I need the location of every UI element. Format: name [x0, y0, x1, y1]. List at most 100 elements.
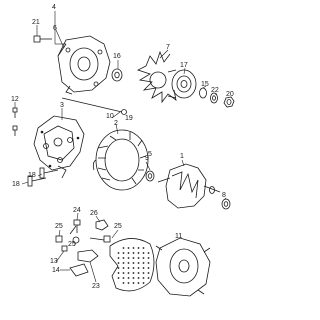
perforation-dot: [137, 262, 140, 264]
perforation-dot: [142, 282, 145, 284]
callout-18b: 18: [28, 172, 36, 179]
perforation-dot: [137, 272, 140, 274]
perforation-dot: [147, 252, 150, 254]
callout-labels: 4 6 21 16 7 17 15 22 20 12 3 10 19 2 9 5…: [11, 4, 234, 290]
callout-24: 24: [73, 207, 81, 214]
perforation-dot: [132, 262, 135, 264]
front-housing-drawing: [57, 35, 111, 95]
perforation-dot: [117, 262, 120, 264]
callout-25a: 25: [55, 223, 63, 230]
perforation-dot: [142, 257, 145, 259]
perforation-dot: [122, 252, 125, 254]
perforation-dot: [132, 247, 135, 249]
callout-14: 14: [52, 267, 60, 274]
perforation-dot: [137, 247, 140, 249]
terminal-parts-drawing: [55, 219, 111, 277]
pulley-nut-drawing: [223, 96, 235, 108]
perforation-dot: [122, 257, 125, 259]
brush-holder-drawing: [27, 165, 67, 187]
perforation-dot: [132, 277, 135, 279]
collar-drawing: [199, 87, 207, 99]
alternator-exploded-diagram: 4 6 21 16 7 17 15 22 20 12 3 10 19 2 9 5…: [11, 4, 235, 297]
callout-13: 13: [50, 258, 58, 265]
screw-drawing: [12, 107, 18, 136]
callout-19: 19: [125, 115, 133, 122]
bolt-drawing: [33, 35, 52, 43]
pulley-drawing: [167, 69, 197, 99]
stator-drawing: [92, 129, 149, 191]
callout-10: 10: [106, 113, 114, 120]
perforation-dot: [117, 277, 120, 279]
perforation-dot: [127, 282, 130, 284]
perforation-dot: [127, 277, 130, 279]
diagram-canvas: 4 6 21 16 7 17 15 22 20 12 3 10 19 2 9 5…: [11, 4, 235, 297]
leader-lines: [14, 11, 227, 283]
perforation-dot: [137, 267, 140, 269]
perforation-dot: [122, 272, 125, 274]
perforation-dot: [137, 282, 140, 284]
callout-23: 23: [92, 283, 100, 290]
callout-1: 1: [180, 153, 184, 160]
perforation-dot: [147, 272, 150, 274]
perforation-dot: [142, 247, 145, 249]
perforation-dot: [127, 262, 130, 264]
callout-9: 9: [145, 155, 149, 162]
front-bearing-drawing: [111, 68, 123, 82]
perforation-dot: [117, 272, 120, 274]
perforation-dot: [142, 267, 145, 269]
perforation-dot: [147, 262, 150, 264]
perforation-dot: [147, 257, 150, 259]
perforation-dot: [122, 267, 125, 269]
callout-26: 26: [90, 210, 98, 217]
callout-22: 22: [211, 87, 219, 94]
perforation-dot: [132, 282, 135, 284]
perforation-dot: [122, 262, 125, 264]
callout-15: 15: [201, 81, 209, 88]
perforation-dot: [122, 247, 125, 249]
spring-washer-drawing: [210, 92, 218, 104]
perforation-dot: [147, 267, 150, 269]
rear-bearing-drawing: [145, 170, 155, 182]
perforation-dot: [127, 247, 130, 249]
perforation-dot: [127, 267, 130, 269]
rotor-drawing: [157, 163, 221, 209]
callout-5: 5: [148, 151, 152, 158]
callout-17: 17: [180, 62, 188, 69]
perforation-dot: [147, 277, 150, 279]
perforation-dot: [132, 272, 135, 274]
rear-housing-drawing: [155, 237, 211, 297]
through-bolt-drawing: [61, 97, 127, 115]
rectifier-drawing: [33, 115, 85, 171]
callout-6: 6: [53, 25, 57, 32]
perforation-dot: [137, 277, 140, 279]
callout-8: 8: [222, 192, 226, 199]
perforation-dot: [117, 267, 120, 269]
perforation-dot: [122, 282, 125, 284]
callout-7: 7: [166, 44, 170, 51]
callout-12: 12: [11, 96, 19, 103]
perforation-dot: [127, 272, 130, 274]
callout-25c: 25: [68, 241, 76, 248]
perforation-dot: [142, 252, 145, 254]
rotor-bearing-drawing: [221, 198, 231, 210]
perforation-dot: [132, 252, 135, 254]
callout-20: 20: [226, 91, 234, 98]
rear-cover-drawing: [109, 238, 155, 292]
perforation-dot: [137, 257, 140, 259]
callout-3: 3: [60, 102, 64, 109]
callout-21: 21: [32, 19, 40, 26]
perforation-dot: [132, 267, 135, 269]
callout-4: 4: [52, 4, 56, 11]
cooling-fan-drawing: [136, 50, 177, 104]
perforation-dot: [122, 277, 125, 279]
perforation-dot: [127, 252, 130, 254]
callout-16: 16: [113, 53, 121, 60]
perforation-dot: [132, 257, 135, 259]
callout-11: 11: [175, 233, 182, 240]
perforation-dot: [117, 252, 120, 254]
perforation-dot: [142, 272, 145, 274]
perforation-dot: [142, 277, 145, 279]
perforation-dot: [127, 257, 130, 259]
perforation-dot: [137, 252, 140, 254]
callout-18a: 18: [12, 181, 20, 188]
